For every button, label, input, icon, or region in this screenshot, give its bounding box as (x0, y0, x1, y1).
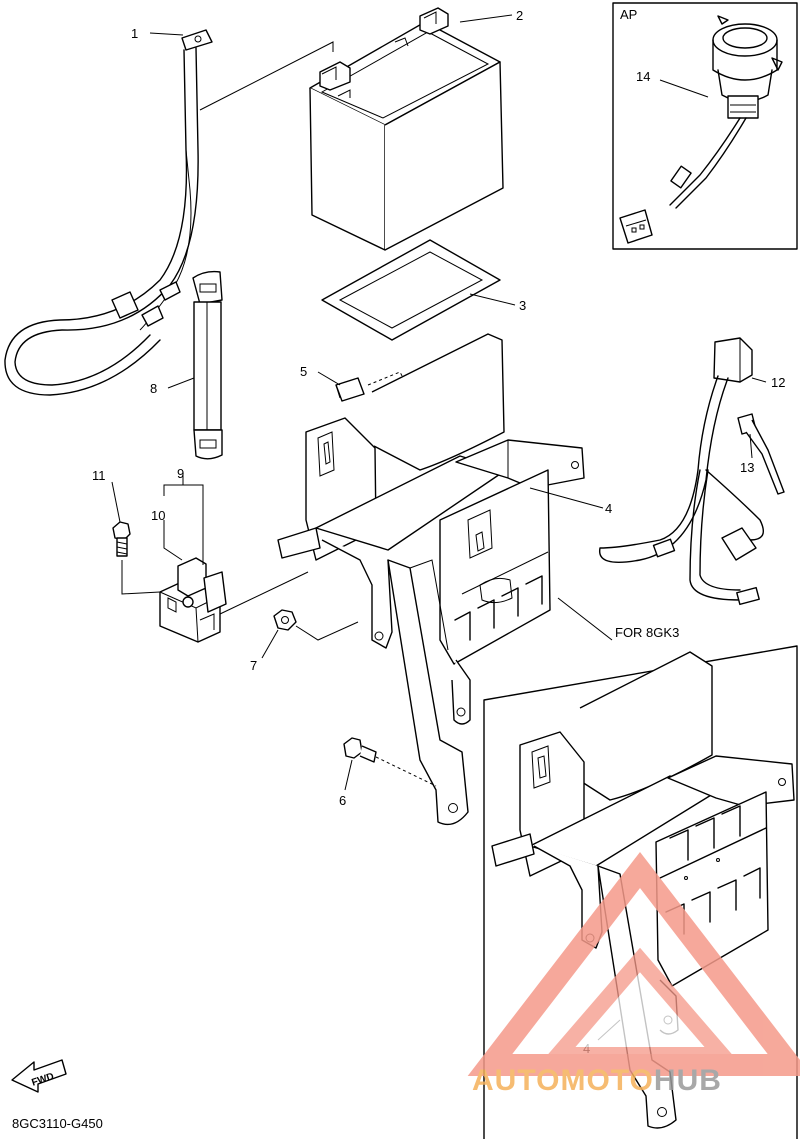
battery-box-main (277, 333, 585, 826)
label-6: 6 (339, 793, 346, 808)
watermark-text-primary: AUTOMOTOHUB (472, 1064, 722, 1097)
label-3: 3 (519, 298, 526, 313)
watermark-logo: AUTOMOTOHUB (467, 851, 800, 1097)
label-2: 2 (516, 8, 523, 23)
label-7: 7 (250, 658, 257, 673)
battery-pad (321, 239, 501, 341)
label-12: 12 (771, 375, 785, 390)
starter-relay (159, 557, 227, 643)
fwd-arrow-icon: FWD (11, 1059, 67, 1093)
battery-lead-wire (4, 29, 213, 396)
label-14: 14 (636, 69, 650, 84)
accessory-socket-drawing (619, 15, 783, 244)
label-1: 1 (131, 26, 138, 41)
label-13: 13 (740, 460, 754, 475)
label-4: 4 (605, 501, 612, 516)
bolt-6 (343, 737, 377, 763)
label-10: 10 (151, 508, 165, 523)
damper (335, 377, 365, 402)
battery-drawing (309, 7, 504, 251)
bolt-11 (112, 521, 131, 557)
label-8: 8 (150, 381, 157, 396)
label-5: 5 (300, 364, 307, 379)
label-11: 11 (92, 468, 106, 483)
inset-ap: AP 14 (612, 2, 798, 250)
inset-ap-label: AP (620, 7, 637, 22)
battery-band (192, 270, 223, 460)
wire-harness (599, 337, 785, 606)
drawing-code: 8GC3110-G450 (12, 1116, 103, 1131)
nut-7 (273, 609, 297, 631)
label-9: 9 (177, 466, 184, 481)
inset-variant-label: FOR 8GK3 (615, 625, 679, 640)
